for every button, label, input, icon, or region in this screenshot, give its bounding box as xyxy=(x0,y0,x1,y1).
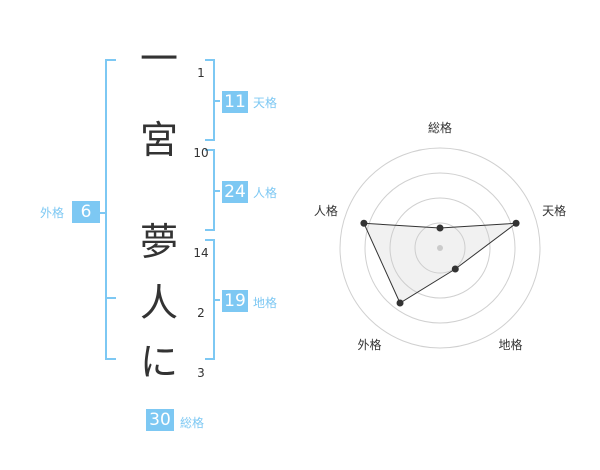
jinkaku-label: 人格 xyxy=(253,186,278,200)
radar-point-4 xyxy=(396,299,404,307)
radar-series-polygon xyxy=(363,222,518,304)
tenkaku-value: 11 xyxy=(222,91,248,113)
chikaku-value: 19 xyxy=(222,290,248,312)
stroke-count-4: 2 xyxy=(197,306,205,320)
radar-grid-ring xyxy=(339,147,541,349)
name-char-1: 一 xyxy=(139,37,178,81)
stroke-count-3: 14 xyxy=(193,246,209,260)
stroke-count-5: 3 xyxy=(197,366,205,380)
name-char-5: に xyxy=(139,340,178,384)
name-char-3: 夢 xyxy=(139,220,178,264)
gaikaku-label: 外格 xyxy=(40,206,65,220)
chikaku-label: 地格 xyxy=(253,296,278,310)
soukaku-value: 30 xyxy=(146,409,174,431)
gaikaku-value: 6 xyxy=(72,201,100,223)
radar-point-5 xyxy=(360,219,368,227)
radar-point-1 xyxy=(436,224,444,232)
radar-axis-label: 人格 xyxy=(314,203,338,218)
tenkaku-label: 天格 xyxy=(253,96,278,110)
soukaku-label: 総格 xyxy=(180,416,205,430)
stroke-count-1: 1 xyxy=(197,66,205,80)
outer-bracket xyxy=(105,59,116,360)
radar-grid-ring xyxy=(414,222,466,274)
jinkaku-value: 24 xyxy=(222,181,248,203)
name-char-4: 人 xyxy=(139,281,178,325)
radar-axis-label: 外格 xyxy=(357,337,381,352)
radar-axis-label: 総格 xyxy=(428,120,452,135)
radar-axis-label: 天格 xyxy=(542,203,566,218)
radar-point-2 xyxy=(512,219,520,227)
radar-center-dot xyxy=(437,245,443,251)
stroke-count-2: 10 xyxy=(193,146,209,160)
radar-grid-ring xyxy=(389,197,491,299)
radar-axis-label: 地格 xyxy=(499,337,523,352)
name-char-2: 宮 xyxy=(139,118,178,162)
radar-point-3 xyxy=(451,265,459,273)
radar-grid-ring xyxy=(364,172,516,324)
